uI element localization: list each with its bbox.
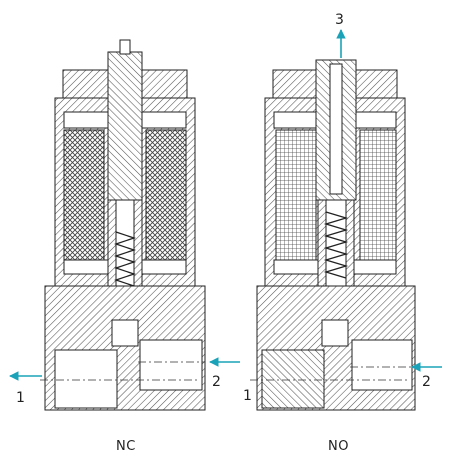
nc-coil-left: [63, 129, 105, 261]
no-exhaust-channel: [329, 63, 343, 195]
nc-port-2: [139, 339, 203, 391]
nc-port-1: [54, 349, 118, 409]
nc-coil-right: [145, 129, 187, 261]
no-port-2: [351, 339, 413, 391]
nc-core-stem: [107, 51, 143, 203]
no-coil-right: [359, 129, 397, 261]
no-spring: [323, 211, 349, 279]
no-valve: [250, 59, 418, 411]
no-caption: NO: [328, 439, 349, 454]
nc-valve: [40, 39, 206, 411]
nc-caption: NC: [116, 439, 136, 454]
nc-port-2-label: 2: [212, 374, 221, 390]
no-port-3-label: 3: [335, 12, 344, 28]
no-port-1: [261, 349, 325, 409]
no-port-2-label: 2: [422, 374, 431, 390]
nc-port-1-label: 1: [16, 390, 25, 406]
no-coil-left: [275, 129, 317, 261]
no-port-1-label: 1: [243, 388, 252, 404]
